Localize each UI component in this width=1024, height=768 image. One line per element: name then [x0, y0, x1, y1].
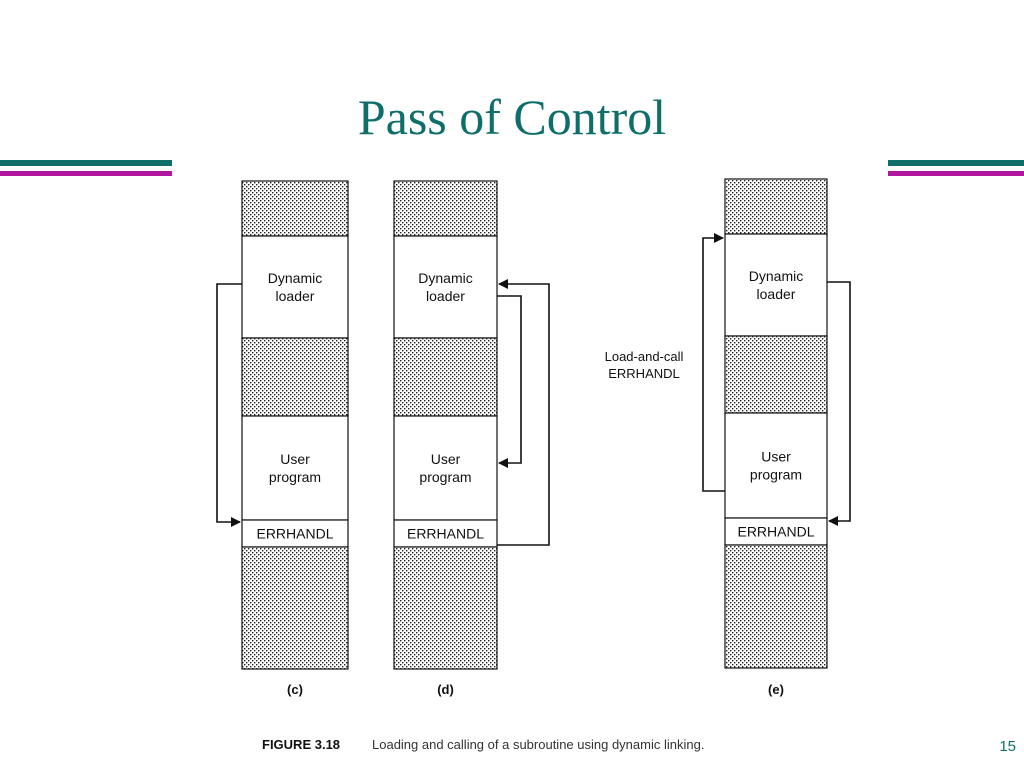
- arrow-e-user-to-loader: [702, 233, 725, 492]
- hatched-region: [241, 337, 349, 417]
- block-label: User: [761, 449, 791, 465]
- hatched-region: [393, 337, 498, 417]
- figure-caption: FIGURE 3.18 Loading and calling of a sub…: [262, 737, 704, 752]
- arrow-d-loader-to-user: [497, 295, 522, 468]
- memory-block: [241, 519, 349, 548]
- arrow-d-errhandl-to-loader: [497, 279, 550, 546]
- column-label: (c): [287, 682, 303, 697]
- memory-block: [393, 415, 498, 521]
- right-rule-magenta: [888, 171, 1024, 176]
- caption-text: Loading and calling of a subroutine usin…: [372, 737, 704, 752]
- block-label: ERRHANDL: [737, 524, 814, 540]
- memory-block: [724, 233, 828, 337]
- hatched-region: [724, 544, 828, 669]
- block-label: loader: [426, 288, 465, 304]
- block-label: Dynamic: [418, 270, 472, 286]
- column-label: (e): [768, 682, 784, 697]
- memory-block: [724, 517, 828, 546]
- control-flow-arrows: [216, 233, 851, 546]
- hatched-region: [724, 335, 828, 414]
- block-label: loader: [276, 288, 315, 304]
- page-number: 15: [999, 738, 1016, 755]
- block-label: program: [750, 467, 802, 483]
- hatched-region: [724, 178, 828, 235]
- hatched-region: [393, 546, 498, 670]
- memory-block: [241, 415, 349, 521]
- block-label: Dynamic: [749, 268, 803, 284]
- caption-figure-number: FIGURE 3.18: [262, 737, 340, 752]
- arrow-c-loader-to-errhandl: [216, 283, 242, 527]
- annotation-line-1: Load-and-call: [605, 349, 684, 364]
- hatched-region: [241, 180, 349, 237]
- left-rule-teal: [0, 160, 172, 166]
- block-label: User: [431, 451, 461, 467]
- memory-columns: DynamicloaderUserprogramERRHANDL(c)Dynam…: [241, 178, 828, 697]
- memory-block: [724, 412, 828, 519]
- column-label: (d): [437, 682, 454, 697]
- annotation-line-2: ERRHANDL: [608, 366, 680, 381]
- memory-block: [393, 235, 498, 339]
- block-label: Dynamic: [268, 270, 322, 286]
- block-label: ERRHANDL: [407, 526, 484, 542]
- block-label: ERRHANDL: [256, 526, 333, 542]
- load-and-call-annotation: Load-and-call ERRHANDL: [605, 349, 684, 381]
- left-rule-magenta: [0, 171, 172, 176]
- block-label: program: [419, 469, 471, 485]
- slide-title: Pass of Control: [357, 89, 667, 145]
- memory-block: [241, 235, 349, 339]
- block-label: program: [269, 469, 321, 485]
- hatched-region: [241, 546, 349, 670]
- arrow-e-loader-to-errhandl: [827, 281, 851, 526]
- hatched-region: [393, 180, 498, 237]
- block-label: loader: [757, 286, 796, 302]
- right-rule-teal: [888, 160, 1024, 166]
- block-label: User: [280, 451, 310, 467]
